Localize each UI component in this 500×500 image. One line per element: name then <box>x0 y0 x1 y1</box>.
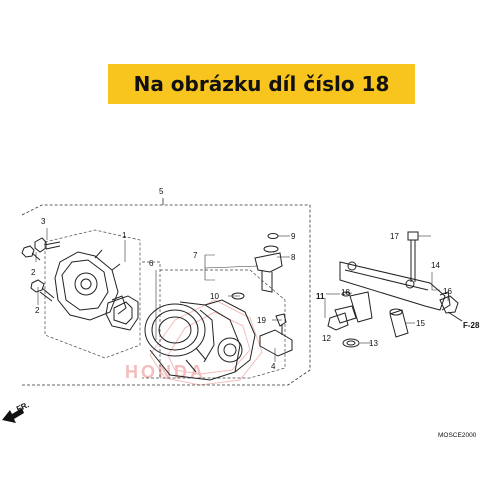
callout-7: 7 <box>193 251 198 260</box>
callout-11: 11 <box>316 292 325 301</box>
diagram-code: MOSCE2000 <box>438 432 477 439</box>
assembly-bracket-5 <box>21 198 311 386</box>
callout-17: 17 <box>390 232 399 241</box>
callout-14: 14 <box>431 261 440 270</box>
callout-8: 8 <box>291 253 296 262</box>
reference-label: F-28 <box>463 321 480 330</box>
callout-5: 5 <box>159 187 164 196</box>
callout-3: 3 <box>41 217 46 226</box>
bracket-part-16 <box>439 295 463 322</box>
bolt-part-2-upper <box>21 245 41 261</box>
part-outline-1 <box>44 229 141 359</box>
direction-label: FR. <box>15 400 30 414</box>
callout-2-upper: 2 <box>31 268 36 277</box>
callout-15: 15 <box>416 319 425 328</box>
bracket-part-4 <box>259 313 293 357</box>
callout-19: 19 <box>257 316 266 325</box>
seal-part-13 <box>342 338 360 348</box>
bolt-part-2-lower <box>30 279 55 302</box>
watermark-text: HONDA <box>125 362 206 382</box>
callout-16: 16 <box>443 287 452 296</box>
part-outline-6 <box>142 261 286 379</box>
throttle-body-part-6 <box>144 299 256 381</box>
banner-text: Na obrázku díl číslo 18 <box>133 72 390 96</box>
callout-18: 18 <box>341 288 350 297</box>
callout-12: 12 <box>322 334 331 343</box>
fuel-rail-part-14 <box>339 261 451 311</box>
bolt-part-3 <box>34 237 61 253</box>
callout-13: 13 <box>369 339 378 348</box>
leader-lines <box>35 228 449 362</box>
bolt-part-17 <box>407 231 419 282</box>
callouts: 1 2 2 3 4 5 6 7 8 9 10 11 12 13 14 15 16… <box>31 187 480 439</box>
gasket <box>105 295 139 331</box>
callout-6: 6 <box>149 259 154 268</box>
throttle-cover-part-1 <box>54 249 127 321</box>
callout-2-lower: 2 <box>35 306 40 315</box>
clip-part-12 <box>327 312 349 331</box>
callout-4: 4 <box>271 362 276 371</box>
callout-1: 1 <box>122 231 127 240</box>
part-number-banner: Na obrázku díl číslo 18 <box>108 64 415 104</box>
front-direction-arrow: FR. <box>2 400 31 423</box>
callout-10: 10 <box>210 292 219 301</box>
callout-9: 9 <box>291 232 296 241</box>
cylinder-part-15 <box>389 308 409 338</box>
injector-part-11 <box>334 291 373 324</box>
